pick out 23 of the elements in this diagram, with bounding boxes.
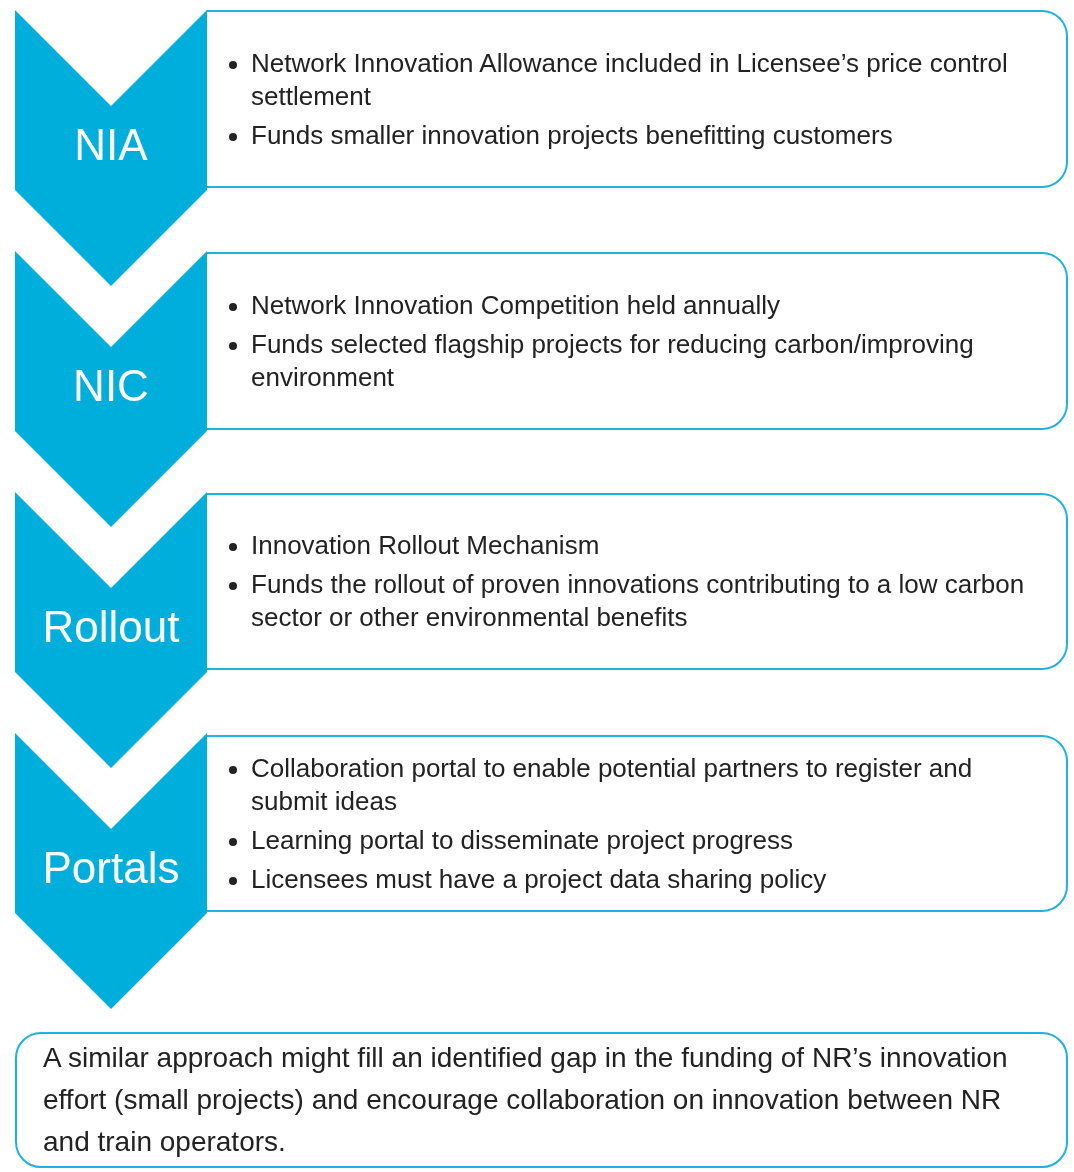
bullet-text: Learning portal to disseminate project progress (251, 823, 793, 857)
bullet-text: Funds selected flagship projects for reducing carbon/improving environment (251, 327, 975, 394)
bullet-text: Funds smaller innovation projects benefitting customers (251, 118, 893, 152)
description-box (207, 493, 1068, 670)
bullet-text: Collaboration portal to enable potential partners to register and submit ideas (251, 751, 974, 818)
note-box (15, 1032, 1068, 1168)
description-box (207, 735, 1068, 912)
bullet-text: Innovation Rollout Mechanism (251, 529, 600, 562)
chevron-shape (15, 10, 207, 286)
chevron-shape (15, 492, 207, 768)
chevron-shape (15, 733, 207, 1009)
bullet-text: Network Innovation Allowance included in Licensee’s price control settlement (251, 46, 1009, 113)
description-box (207, 252, 1068, 430)
stage-label: NIA (73, 120, 149, 170)
bullet-text: Network Innovation Competition held annually (251, 288, 780, 322)
stage-label: NIC (72, 361, 150, 411)
stage-label: Portals (41, 843, 181, 893)
description-box (207, 10, 1068, 188)
stage-label: Rollout (41, 602, 181, 652)
chevron-shape (15, 251, 207, 527)
bullet-text: Funds the rollout of proven innovations contributing to a low carbon sector or other environmental benefits (251, 568, 1026, 634)
note-text: A similar approach might fill an identified gap in the funding of NR’s innovation effort (small projects) and encourage collaboration on innovation between NR and train operators. (43, 1041, 1009, 1159)
bullet-text: Licensees must have a project data sharing policy (251, 862, 827, 896)
